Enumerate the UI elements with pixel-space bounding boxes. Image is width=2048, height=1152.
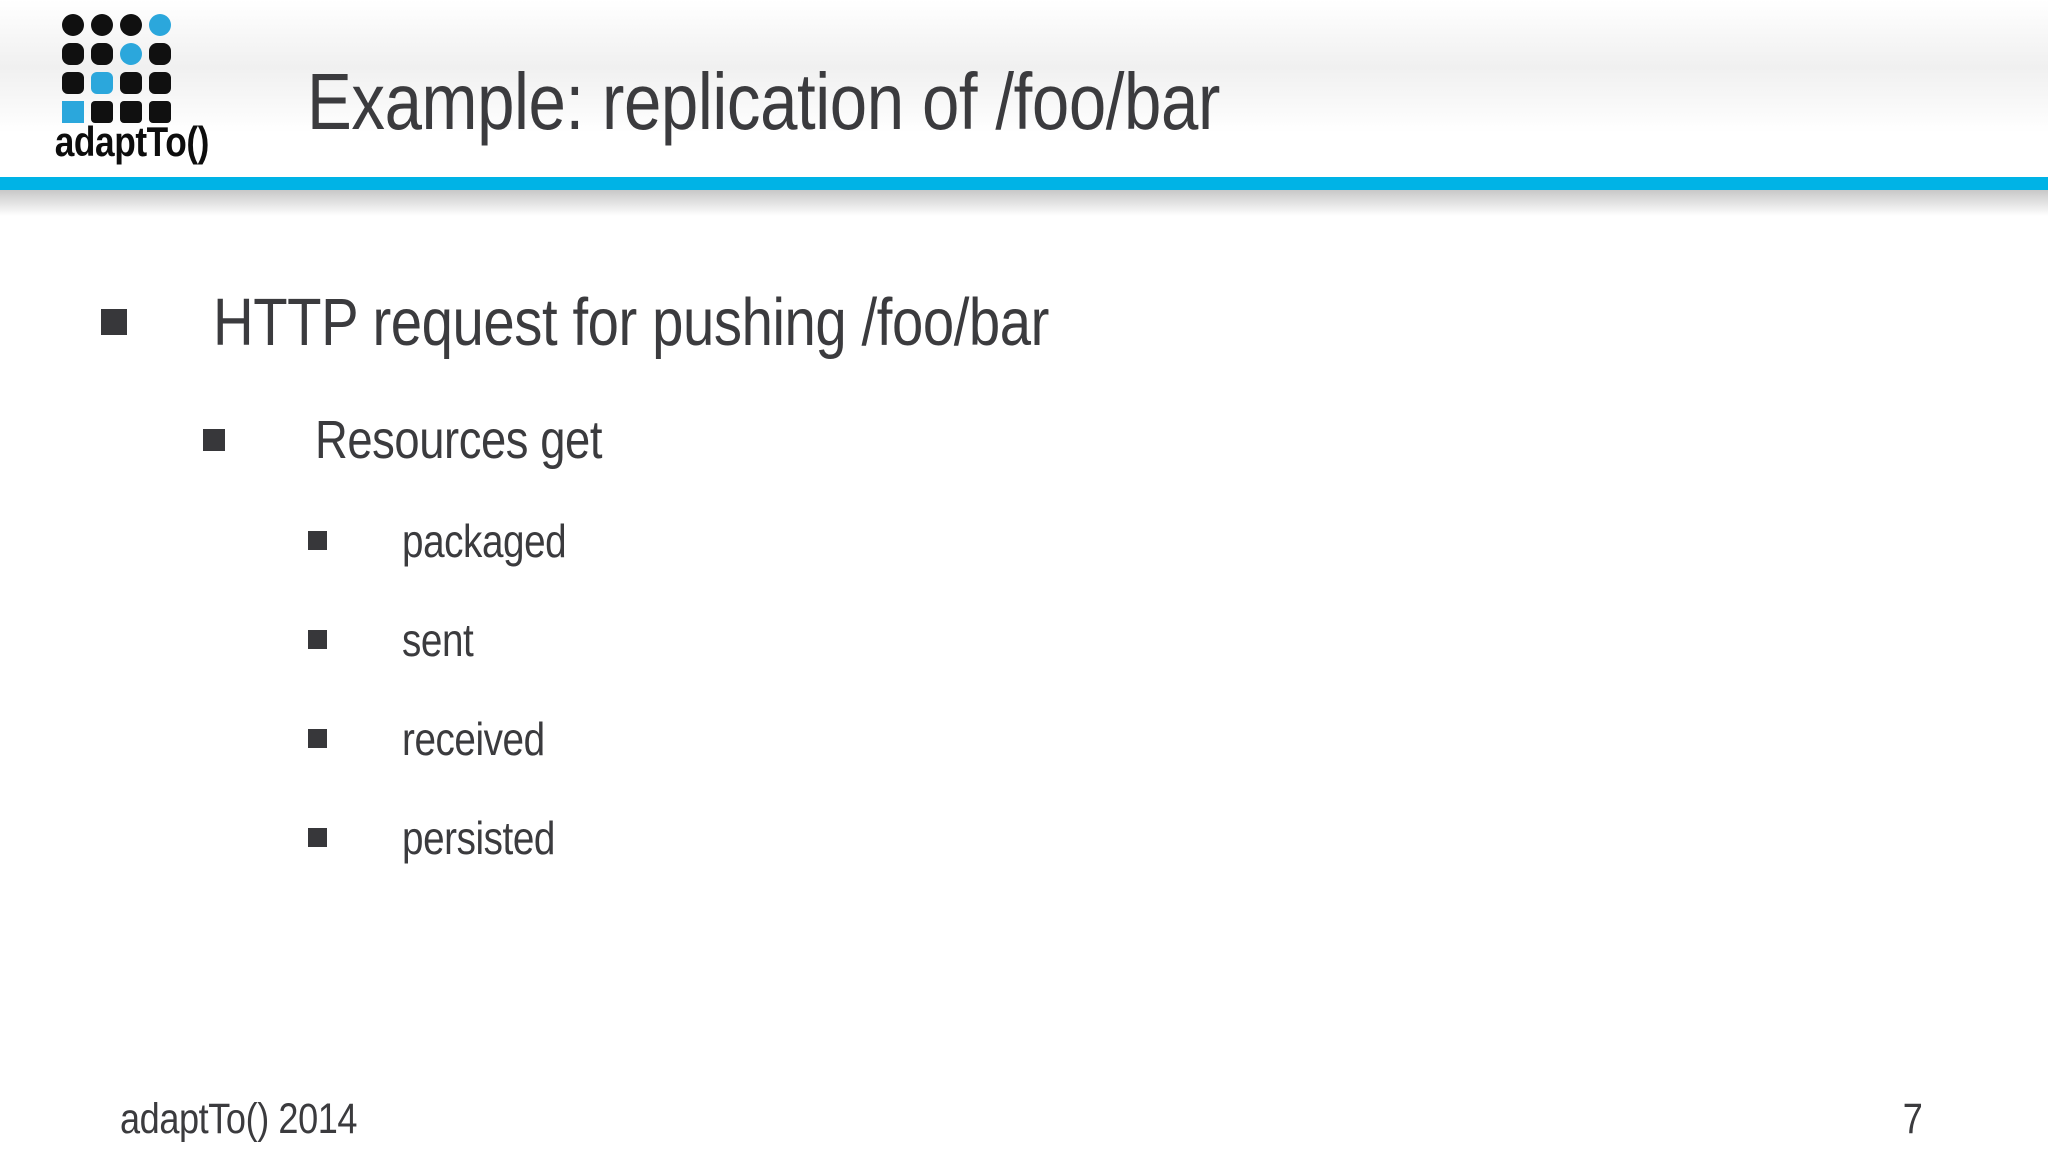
bullet-marker-icon (308, 630, 327, 649)
logo-dot (91, 101, 113, 123)
bullet-marker-icon (308, 729, 327, 748)
adaptto-logo: adaptTo() (40, 0, 210, 177)
logo-dot (120, 14, 142, 36)
logo-dot (149, 43, 171, 65)
list-item: received (308, 689, 2048, 788)
footer-event-label: adaptTo() 2014 (120, 1095, 358, 1143)
bullet-text: received (402, 712, 545, 765)
bullet-marker-icon (308, 531, 327, 550)
logo-dot-cyan (62, 101, 84, 123)
list-item: HTTP request for pushing /foo/bar (101, 255, 2048, 389)
logo-dot (149, 72, 171, 94)
slide-footer: adaptTo() 2014 7 (120, 1096, 1922, 1142)
logo-dot (120, 101, 142, 123)
page-number: 7 (1902, 1095, 1922, 1143)
slide-title-text: Example: replication of /foo/bar (307, 57, 1220, 146)
logo-dot (149, 101, 171, 123)
adaptto-logo-grid-icon (62, 14, 171, 123)
logo-dot (62, 14, 84, 36)
adaptto-wordmark-text: adaptTo() (54, 118, 210, 165)
adaptto-wordmark: adaptTo() (40, 118, 210, 165)
bullet-text: HTTP request for pushing /foo/bar (213, 284, 1050, 360)
list-item: persisted (308, 788, 2048, 887)
slide-header (0, 0, 2048, 177)
accent-rule-shadow (0, 190, 2048, 216)
list-item: Resources get (203, 389, 2048, 491)
bullet-text: sent (402, 613, 474, 666)
accent-rule (0, 177, 2048, 190)
logo-dot (62, 72, 84, 94)
bullet-text: persisted (402, 811, 556, 864)
list-item: sent (308, 590, 2048, 689)
bullet-marker-icon (101, 309, 127, 335)
bullet-text: Resources get (315, 410, 603, 470)
logo-dot (120, 72, 142, 94)
logo-dot-cyan (120, 43, 142, 65)
logo-dot (62, 43, 84, 65)
slide-title: Example: replication of /foo/bar (307, 47, 1394, 157)
logo-dot (91, 43, 113, 65)
logo-dot (91, 14, 113, 36)
bullet-list: HTTP request for pushing /foo/bar Resour… (0, 215, 2048, 887)
bullet-marker-icon (308, 828, 327, 847)
bullet-marker-icon (203, 429, 225, 451)
list-item: packaged (308, 491, 2048, 590)
bullet-text: packaged (402, 514, 567, 567)
logo-dot-cyan (91, 72, 113, 94)
logo-dot-cyan (149, 14, 171, 36)
